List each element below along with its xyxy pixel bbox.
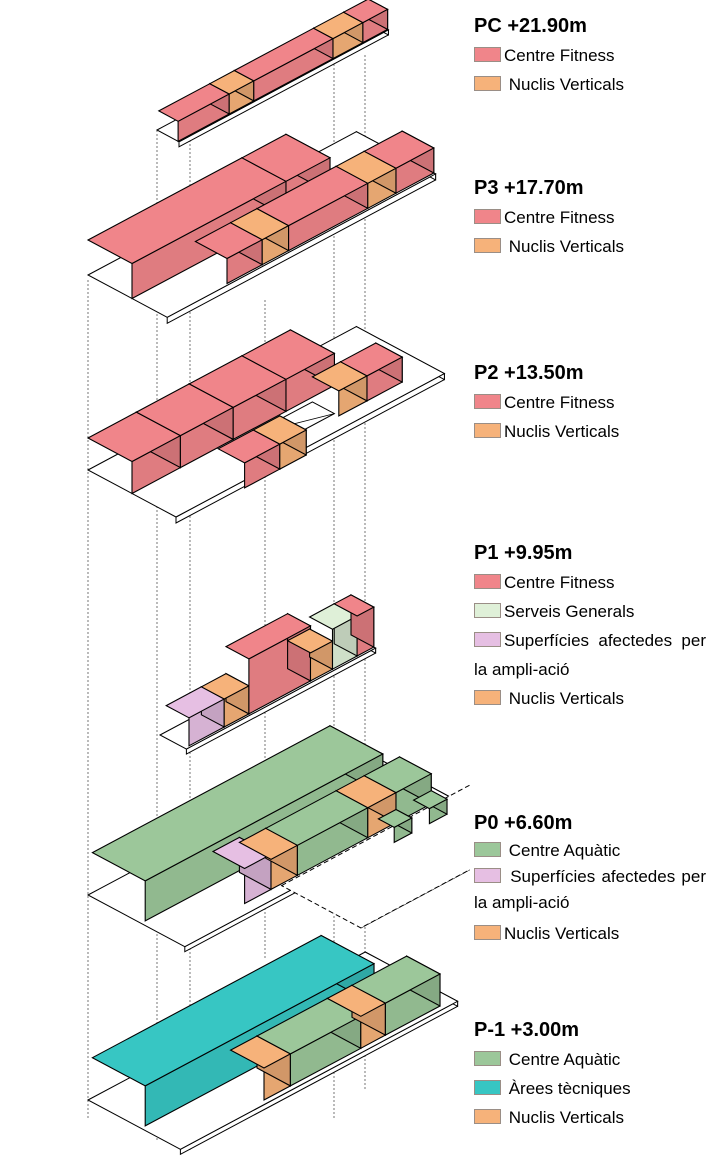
- pc-block-top: [342, 0, 389, 24]
- legend-item: Nuclis Verticals: [474, 417, 714, 446]
- axonometric-floor-diagram: [86, 0, 470, 1156]
- swatch-nuclis: [474, 238, 501, 253]
- swatch-nuclis: [474, 1109, 501, 1124]
- legend-item: Superfícies afectedes per la ampli-ació: [474, 867, 706, 912]
- p1-fitness-top: [224, 613, 312, 660]
- swatch-superficies: [474, 868, 501, 883]
- legend-item: Centre Fitness: [474, 388, 714, 417]
- p2-block-top: [240, 329, 336, 380]
- legend-item: Nuclis Verticals: [474, 1103, 714, 1132]
- swatch-fitness: [474, 574, 501, 589]
- legend-item: Nuclis Verticals: [474, 232, 714, 261]
- swatch-nuclis: [474, 76, 501, 91]
- p2-core-top: [252, 415, 308, 445]
- level-title: P0 +6.60m: [474, 812, 573, 834]
- level-title: PC +21.90m: [474, 15, 587, 37]
- legend-item: Superfícies afectedes per la ampli-ació: [474, 631, 706, 679]
- p3-main-top: [240, 133, 332, 182]
- legend-p2: P2 +13.50m Centre Fitness Nuclis Vertica…: [474, 361, 714, 446]
- p1-fitness-top: [333, 594, 375, 617]
- legend-item: Nuclis Verticals: [474, 70, 714, 99]
- swatch-nuclis: [474, 690, 501, 705]
- swatch-serveis: [474, 603, 501, 618]
- legend-item: Centre Aquàtic: [474, 1045, 714, 1074]
- legend-item: Centre Fitness: [474, 568, 714, 597]
- legend-p0: P0 +6.60m Centre Aquàtic Superfícies afe…: [474, 811, 714, 952]
- p0-aquatic-top: [412, 790, 449, 810]
- legend-item: Serveis Generals: [474, 597, 714, 626]
- legend-p3: P3 +17.70m Centre Fitness Nuclis Vertica…: [474, 176, 714, 261]
- level-title: P1 +9.95m: [474, 542, 573, 564]
- p0-ampliacio-outline: [280, 784, 470, 929]
- legend-item: Centre Aquàtic: [474, 838, 714, 864]
- legend-p1: P1 +9.95m Centre Fitness Serveis General…: [474, 541, 714, 713]
- pm1-tecniques-top: [91, 934, 376, 1087]
- swatch-fitness: [474, 394, 501, 409]
- legend-item: Nuclis Verticals: [474, 684, 714, 713]
- level-title: P3 +17.70m: [474, 177, 584, 199]
- p0-aquatic-top: [377, 808, 413, 829]
- p3-block-top: [363, 130, 435, 169]
- swatch-aquatic: [474, 1051, 501, 1066]
- legend-item: Centre Fitness: [474, 203, 714, 232]
- swatch-fitness: [474, 47, 501, 62]
- legend-item: Àrees tècniques: [474, 1074, 714, 1103]
- legend-item: Centre Fitness: [474, 41, 714, 70]
- level-title: P2 +13.50m: [474, 362, 584, 384]
- swatch-nuclis: [474, 925, 501, 940]
- swatch-aquatic: [474, 842, 501, 857]
- level-title: P-1 +3.00m: [474, 1019, 580, 1041]
- swatch-nuclis: [474, 423, 501, 438]
- swatch-tecniques: [474, 1080, 501, 1095]
- pm1-aquatic-top: [350, 955, 442, 1004]
- swatch-fitness: [474, 209, 501, 224]
- legend-item: Nuclis Verticals: [474, 916, 714, 952]
- legend-pc: PC +21.90m Centre Fitness Nuclis Vertica…: [474, 14, 714, 99]
- p2-block-top: [339, 342, 404, 377]
- p0-aquatic-top: [363, 756, 433, 794]
- swatch-superficies: [474, 632, 501, 647]
- legend-pm1: P-1 +3.00m Centre Aquàtic Àrees tècnique…: [474, 1018, 714, 1132]
- p0-aquatic-top: [91, 725, 384, 882]
